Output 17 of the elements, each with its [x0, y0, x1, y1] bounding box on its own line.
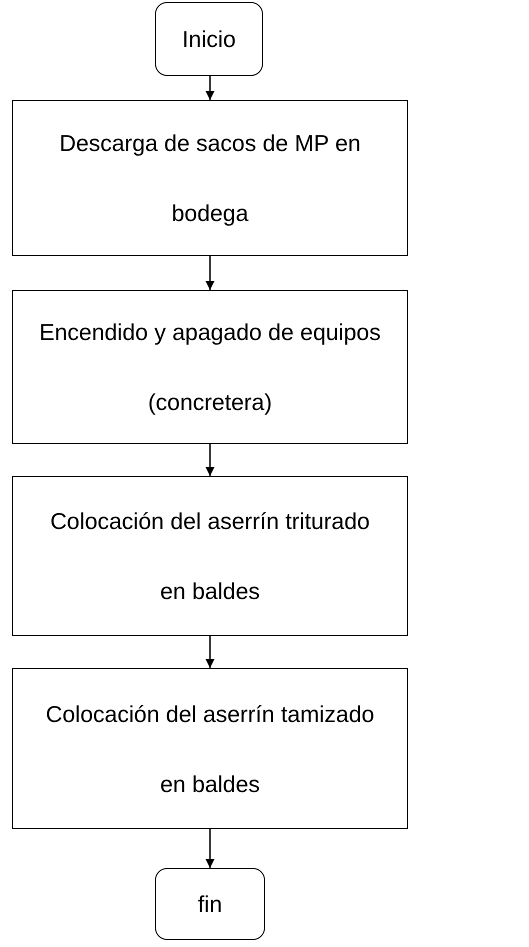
terminal-box: [155, 868, 265, 940]
step-label: fin: [198, 890, 222, 919]
process-box: [12, 100, 408, 256]
process-box: [12, 290, 408, 444]
step-label: Descarga de sacos de MP en bodega: [58, 129, 362, 228]
arrow: [206, 256, 214, 290]
process-box: [12, 668, 408, 829]
step-label: Colocación del aserrín triturado en baldes: [49, 507, 371, 606]
step-label: Colocación del aserrín tamizado en baldes: [44, 700, 376, 798]
step-label: Encendido y apagado de equipos (concretera): [38, 318, 382, 417]
arrow: [206, 829, 214, 868]
arrow: [206, 444, 214, 476]
arrow: [206, 76, 214, 100]
step-label: Inicio: [182, 25, 236, 54]
terminal-box: [155, 2, 263, 76]
arrow: [206, 636, 214, 668]
process-box: [12, 476, 408, 636]
